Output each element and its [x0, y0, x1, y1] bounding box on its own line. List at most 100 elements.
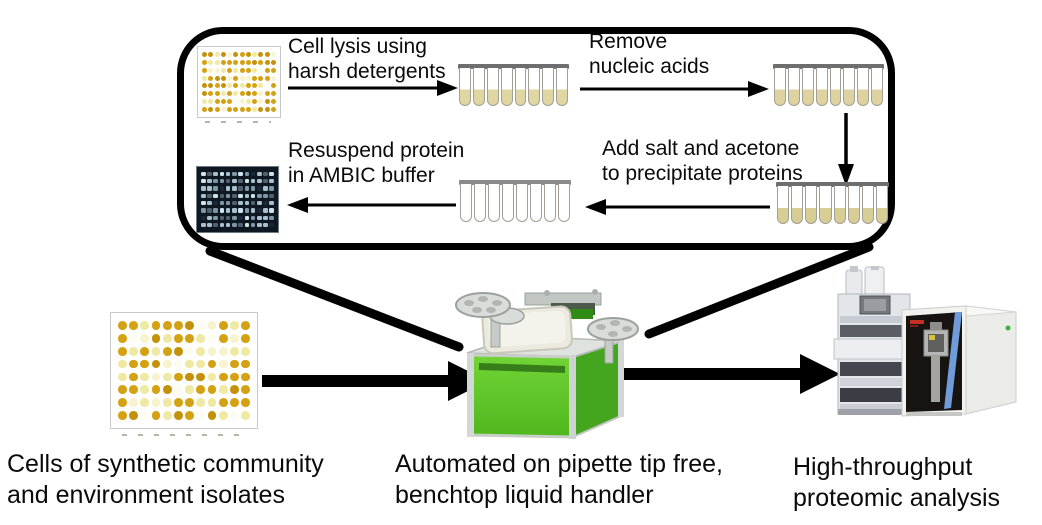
tube — [861, 186, 874, 224]
well — [258, 51, 264, 57]
well — [239, 91, 245, 97]
well — [218, 385, 228, 395]
well — [202, 83, 208, 89]
well — [232, 193, 237, 199]
well — [219, 178, 225, 184]
well — [220, 59, 226, 65]
well — [202, 75, 208, 81]
tube — [829, 68, 842, 106]
well — [185, 333, 194, 343]
well — [213, 171, 219, 177]
well — [214, 107, 220, 113]
well — [227, 99, 233, 105]
well — [230, 359, 239, 369]
step-resuspend-protein-label: Resuspend protein in AMBIC buffer — [288, 139, 465, 187]
tube-strip-bar — [459, 180, 571, 185]
well — [151, 385, 161, 395]
well — [232, 186, 237, 191]
well — [174, 346, 183, 356]
well — [201, 186, 206, 191]
well — [207, 346, 217, 356]
well — [225, 200, 231, 206]
well — [214, 59, 220, 65]
well — [202, 59, 208, 65]
well — [219, 200, 225, 206]
well — [118, 372, 127, 382]
well — [185, 372, 194, 382]
well — [202, 99, 208, 105]
well — [220, 99, 226, 105]
well — [232, 178, 237, 184]
well — [241, 346, 250, 356]
well — [202, 51, 208, 57]
well — [244, 215, 250, 221]
well — [202, 107, 208, 113]
well — [207, 320, 217, 330]
well — [201, 208, 206, 213]
well — [264, 75, 270, 81]
well — [227, 91, 233, 97]
well — [252, 67, 258, 73]
well — [230, 333, 239, 343]
well — [162, 411, 172, 421]
well — [207, 215, 212, 221]
well — [244, 186, 250, 191]
well — [227, 67, 233, 73]
well — [263, 208, 268, 213]
well — [118, 346, 127, 356]
well — [233, 67, 239, 73]
well — [239, 75, 245, 81]
well — [151, 398, 161, 408]
tube — [791, 186, 804, 224]
well — [239, 59, 245, 65]
well — [238, 171, 243, 177]
lysate-tube-strip-icon — [458, 64, 569, 106]
well — [238, 178, 243, 184]
tube-strip-bar — [773, 64, 884, 69]
well — [270, 59, 276, 65]
well — [218, 398, 228, 408]
well — [270, 99, 276, 105]
well — [220, 91, 226, 97]
well — [252, 91, 258, 97]
well — [232, 200, 237, 206]
well — [245, 67, 251, 73]
well — [207, 411, 217, 421]
well — [270, 91, 276, 97]
tube — [528, 68, 541, 106]
well — [269, 193, 274, 199]
well — [213, 215, 219, 221]
well — [258, 67, 264, 73]
well — [174, 359, 183, 369]
well — [219, 186, 225, 191]
well — [252, 83, 258, 89]
well — [129, 359, 138, 369]
well — [220, 67, 226, 73]
well — [118, 359, 127, 369]
liquid-handler-icon — [455, 289, 650, 441]
well — [129, 411, 138, 421]
well — [140, 372, 150, 382]
well — [238, 222, 243, 228]
well — [201, 222, 206, 228]
well — [256, 208, 262, 213]
well — [151, 333, 161, 343]
well — [250, 208, 256, 213]
well — [213, 178, 219, 184]
well — [207, 171, 212, 177]
tube — [542, 68, 555, 106]
well — [269, 222, 274, 228]
tube — [871, 68, 883, 106]
well — [118, 333, 127, 343]
well — [270, 83, 276, 89]
well — [201, 178, 206, 184]
well — [252, 107, 258, 113]
well — [219, 208, 225, 213]
plate-label-ticks — [205, 121, 271, 123]
well — [185, 411, 194, 421]
well — [256, 171, 262, 177]
well — [270, 51, 276, 57]
well — [129, 385, 138, 395]
well — [230, 320, 239, 330]
well — [269, 215, 274, 221]
